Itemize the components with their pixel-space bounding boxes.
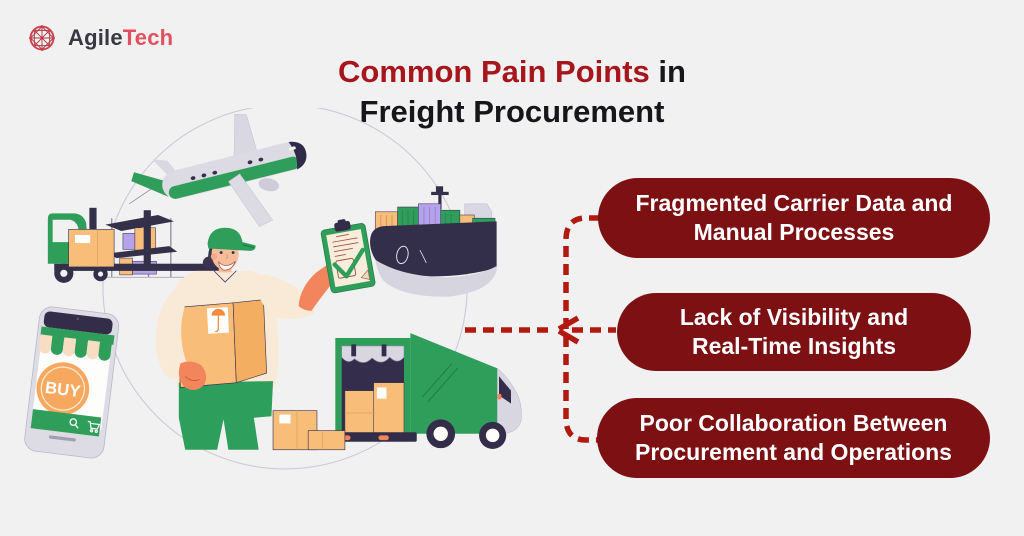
geodesic-sphere-icon bbox=[29, 25, 55, 51]
page-title-suffix: in bbox=[649, 54, 686, 89]
pain-point-3-line2: Procurement and Operations bbox=[635, 439, 952, 465]
cart-icon bbox=[87, 420, 101, 433]
cardboard-boxes-icon bbox=[272, 410, 346, 451]
pain-point-card-2: Lack of Visibility and Real-Time Insight… bbox=[617, 293, 971, 371]
brand-name-part1: Agile bbox=[68, 25, 123, 50]
warehouse-shelf-icon bbox=[105, 213, 227, 278]
brand-name: AgileTech bbox=[68, 25, 173, 51]
cargo-ship-icon bbox=[370, 186, 497, 297]
search-icon bbox=[69, 418, 79, 429]
page-title-highlight: Common Pain Points bbox=[338, 54, 650, 89]
network-arc bbox=[102, 108, 468, 470]
delivery-truck-icon bbox=[330, 333, 522, 449]
pain-point-3-line1: Poor Collaboration Between bbox=[639, 409, 948, 436]
pain-point-2-line1: Lack of Visibility and bbox=[679, 303, 909, 330]
forklift-icon bbox=[47, 207, 226, 283]
page-title-line2: Freight Procurement bbox=[359, 94, 665, 129]
worker-cap bbox=[207, 227, 256, 251]
page-title-line1: Common Pain Points in bbox=[0, 52, 1024, 92]
shopping-phone-icon: BUY bbox=[24, 306, 120, 459]
pain-point-1-line2: Manual Processes bbox=[693, 219, 895, 245]
pain-point-1-line1: Fragmented Carrier Data and bbox=[635, 189, 953, 216]
buy-label: BUY bbox=[44, 378, 81, 401]
page-title: Common Pain Points in Freight Procuremen… bbox=[0, 52, 1024, 132]
brand-logo: AgileTech bbox=[25, 21, 173, 55]
held-box bbox=[175, 299, 267, 388]
worker-with-box-icon bbox=[155, 227, 356, 450]
pain-point-card-3: Poor Collaboration Between Procurement a… bbox=[597, 398, 990, 478]
checklist-clipboard-icon bbox=[320, 219, 376, 294]
freight-illustration: BUY bbox=[24, 108, 522, 470]
umbrella-icon bbox=[211, 308, 226, 333]
pain-point-card-1: Fragmented Carrier Data and Manual Proce… bbox=[598, 178, 990, 258]
pain-point-2-line2: Real-Time Insights bbox=[691, 333, 897, 359]
connector-arrowhead bbox=[557, 315, 580, 345]
store-awning bbox=[39, 326, 115, 361]
brand-name-part2: Tech bbox=[122, 25, 174, 50]
connector-bracket bbox=[563, 215, 600, 443]
worker-face bbox=[217, 246, 236, 271]
